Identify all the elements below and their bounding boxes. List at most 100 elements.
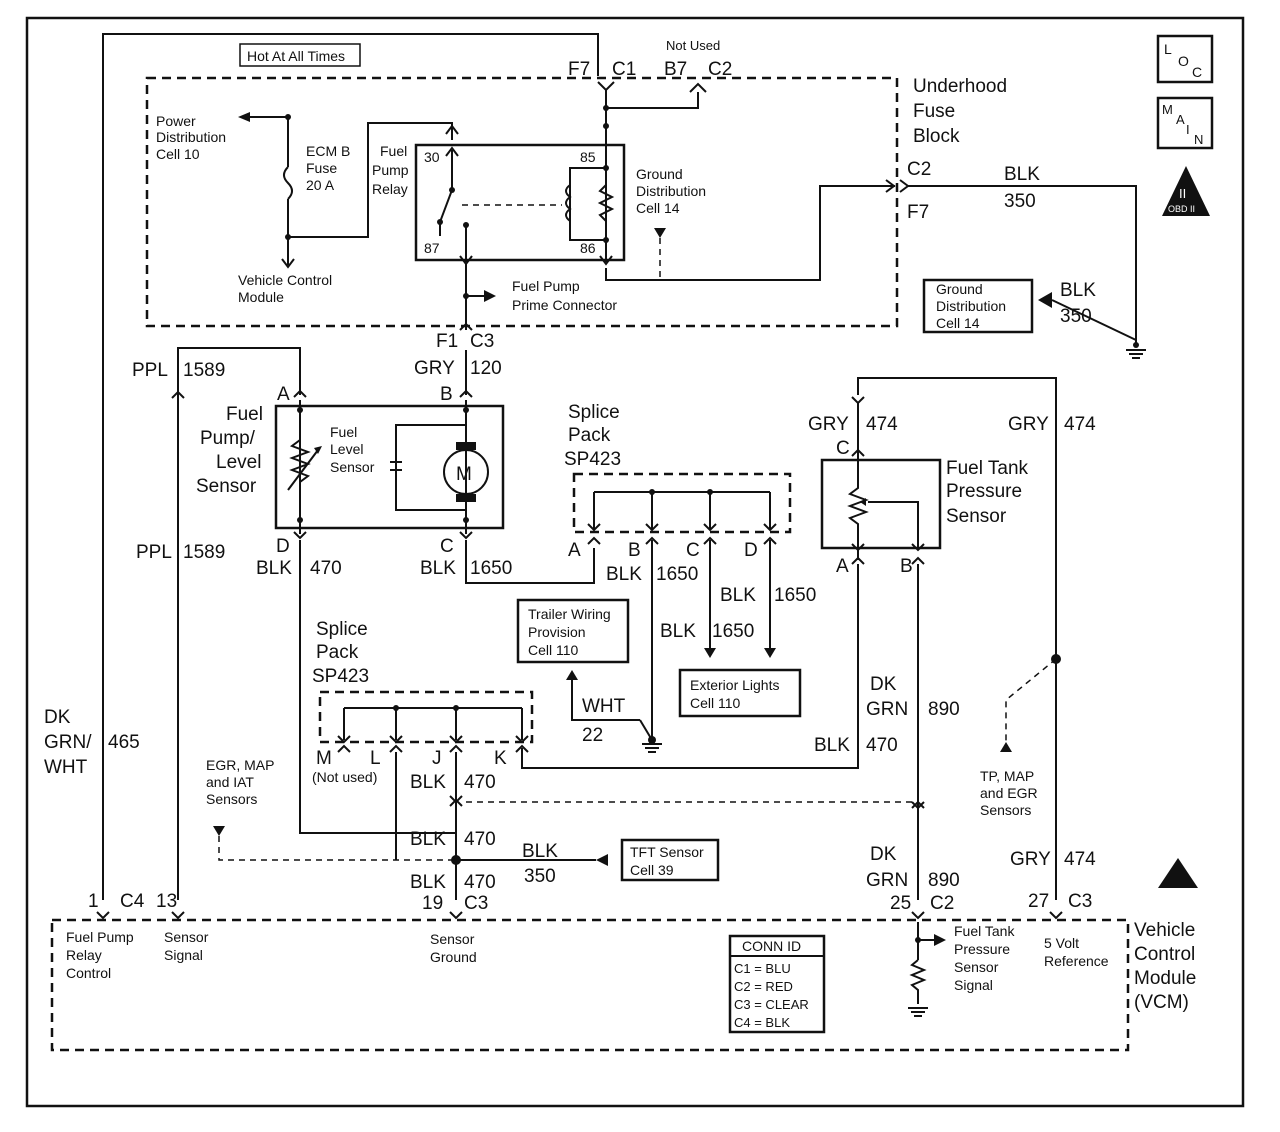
underhood-label-3: Block bbox=[913, 126, 960, 147]
wire-120-label: 120 bbox=[470, 358, 502, 379]
blk-470-k-color: BLK bbox=[814, 735, 850, 756]
ppl-mid-label: PPL bbox=[136, 542, 172, 563]
c3-27-label: C3 bbox=[1068, 891, 1092, 912]
5v-reference-label-1: 5 Volt bbox=[1044, 935, 1079, 951]
fuel-pump-label-4: Sensor bbox=[196, 476, 257, 497]
pin-b-fuel-pump-label: B bbox=[440, 384, 453, 405]
wire-1650-d-label: 1650 bbox=[774, 585, 816, 606]
fuel-pump-label-2: Pump/ bbox=[200, 428, 256, 449]
power-distribution-label-3: Cell 10 bbox=[156, 146, 200, 162]
tft-sensor-label-1: TFT Sensor bbox=[630, 844, 704, 860]
gry-474-left-color: GRY bbox=[808, 414, 849, 435]
vcm-label-2: Control bbox=[1134, 944, 1195, 965]
main-n: N bbox=[1194, 132, 1203, 147]
splice-pack-2-outline bbox=[318, 690, 534, 744]
wire-474-b-label: 474 bbox=[1064, 849, 1096, 870]
fuel-pump-relay-control-label-2: Relay bbox=[66, 947, 102, 963]
ground-distribution-1-label-1: Ground bbox=[636, 166, 683, 182]
tp-map-egr-label-1: TP, MAP bbox=[980, 768, 1034, 784]
wire-470-k-label: 470 bbox=[866, 735, 898, 756]
pin-85-label: 85 bbox=[580, 149, 596, 165]
main-m: M bbox=[1162, 102, 1173, 117]
egr-map-iat-arrow-icon bbox=[213, 826, 225, 836]
ground-distribution-2-label-3: Cell 14 bbox=[936, 315, 980, 331]
pin-25-label: 25 bbox=[890, 893, 911, 914]
wire-474-right-label: 474 bbox=[1064, 414, 1096, 435]
ground-distribution-1-label-3: Cell 14 bbox=[636, 200, 680, 216]
ground-arrow-icon bbox=[654, 228, 666, 238]
blk-1650-c-color: BLK bbox=[420, 558, 456, 579]
vcm-label-3: Module bbox=[1134, 968, 1196, 989]
fuel-level-sensor-label-2: Level bbox=[330, 441, 363, 457]
obd-text: OBD II bbox=[1168, 204, 1195, 214]
relay-coil-icon bbox=[565, 184, 572, 222]
vehicle-control-module-label-1: Vehicle Control bbox=[238, 272, 332, 288]
conn-id-title: CONN ID bbox=[742, 938, 801, 954]
sensor-ground-label-2: Ground bbox=[430, 949, 477, 965]
pin-a-fuel-pump-label: A bbox=[277, 384, 290, 405]
wire-470-s-label: 470 bbox=[464, 829, 496, 850]
sensor-ground-label-1: Sensor bbox=[430, 931, 475, 947]
trailer-wiring-label-2: Provision bbox=[528, 624, 586, 640]
underhood-fuse-block-outline bbox=[145, 76, 899, 328]
page-frame bbox=[25, 16, 1245, 1108]
c2-25-label: C2 bbox=[930, 893, 954, 914]
ground-wire-350 bbox=[908, 185, 1137, 345]
blk-470-j-color: BLK bbox=[410, 772, 446, 793]
wire-890-2-label: 890 bbox=[928, 870, 960, 891]
ftp-sensor-label-2: Pressure bbox=[946, 481, 1022, 502]
exterior-lights-box bbox=[678, 668, 802, 718]
ecm-fuse-label-3: 20 A bbox=[306, 177, 335, 193]
sensor-signal-label-1: Sensor bbox=[164, 929, 209, 945]
underhood-label-2: Fuse bbox=[913, 101, 955, 122]
fuel-pump-relay-control-wire bbox=[102, 33, 599, 900]
c1-top-label: C1 bbox=[612, 59, 636, 80]
dk-890-2-label: DK bbox=[870, 844, 897, 865]
tp-map-arrow-icon bbox=[1000, 742, 1012, 752]
wire-470-d-label: 470 bbox=[310, 558, 342, 579]
fuel-pump-label-3: Level bbox=[216, 452, 261, 473]
fuel-pump-relay-box bbox=[414, 143, 626, 262]
ground-distribution-2-box bbox=[922, 278, 1034, 334]
ftp-signal-label-1: Fuel Tank bbox=[954, 923, 1015, 939]
tft-sensor-box bbox=[620, 838, 720, 882]
relay-resistor-icon bbox=[597, 184, 615, 222]
blk-470-c3-color: BLK bbox=[410, 872, 446, 893]
conn-id-c4: C4 = BLK bbox=[734, 1015, 790, 1030]
motor-label: M bbox=[456, 464, 472, 485]
conn-id-table bbox=[728, 934, 826, 1034]
blk-1650-b-color: BLK bbox=[606, 564, 642, 585]
loc-l: L bbox=[1164, 41, 1172, 57]
power-distribution-label-2: Distribution bbox=[156, 129, 226, 145]
level-sensor-resistor-icon bbox=[289, 439, 311, 483]
f7-right-label: F7 bbox=[907, 202, 929, 223]
ground-distribution-arrow-icon bbox=[1038, 292, 1052, 308]
main-a: A bbox=[1176, 112, 1185, 127]
c3-19-label: C3 bbox=[464, 893, 488, 914]
splice-1-ground-icon bbox=[642, 743, 662, 753]
wire-1650-c-label: 1650 bbox=[470, 558, 512, 579]
dk-grn-wht-label-1: DK bbox=[44, 707, 71, 728]
fuel-level-sensor-label-1: Fuel bbox=[330, 424, 357, 440]
tft-sensor-label-2: Cell 39 bbox=[630, 862, 674, 878]
ppl-top-label: PPL bbox=[132, 360, 168, 381]
blk-350-top-color: BLK bbox=[1004, 164, 1040, 185]
b7-top-label: B7 bbox=[664, 59, 687, 80]
pin-87-label: 87 bbox=[424, 240, 440, 256]
ecm-b-fuse-icon bbox=[283, 166, 293, 200]
splice-pack-2-label-1: Splice bbox=[316, 619, 368, 640]
vcm-outline bbox=[50, 918, 1130, 1052]
vehicle-control-module-label-2: Module bbox=[238, 289, 284, 305]
5v-reference-label-2: Reference bbox=[1044, 953, 1109, 969]
gry-474-right-color: GRY bbox=[1008, 414, 1049, 435]
splice-2-pin-j-label: J bbox=[432, 748, 442, 769]
not-used-m-label: (Not used) bbox=[312, 769, 377, 785]
tp-map-egr-label-2: and EGR bbox=[980, 785, 1038, 801]
wire-1650-b-label: 1650 bbox=[656, 564, 698, 585]
ftp-signal-label-3: Sensor bbox=[954, 959, 999, 975]
pin-1-label: 1 bbox=[88, 891, 99, 912]
not-used-label: Not Used bbox=[666, 38, 720, 53]
prime-connector-arrow-icon bbox=[484, 290, 496, 302]
power-distribution-label-1: Power bbox=[156, 113, 196, 129]
f7-top-label: F7 bbox=[568, 59, 590, 80]
